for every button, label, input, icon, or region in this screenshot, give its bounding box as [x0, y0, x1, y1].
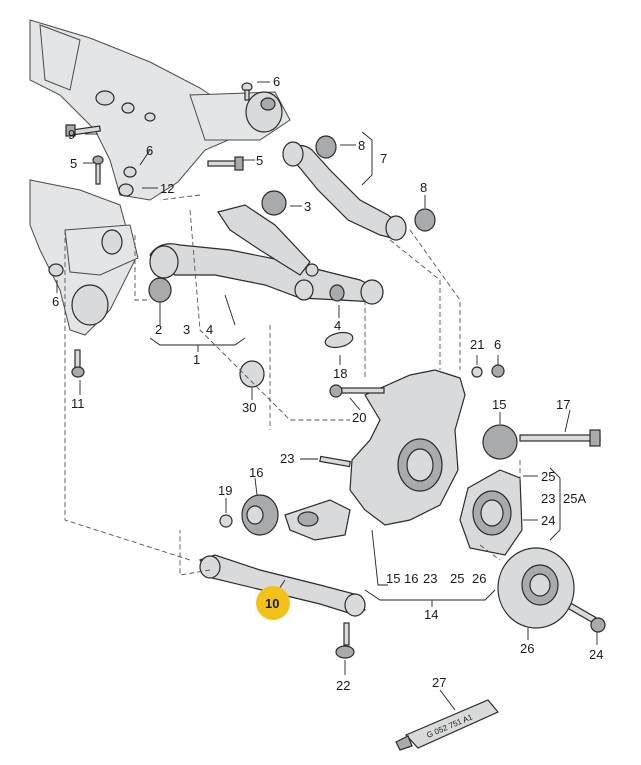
callout-label: 16 [404, 571, 418, 586]
callout-label: 9 [68, 127, 75, 142]
sealant-tube: G 052 751 A1 [395, 699, 499, 751]
callout-label: 30 [242, 400, 256, 415]
callout-label: 27 [432, 675, 446, 690]
subframe [29, 19, 291, 336]
callout-label: 25 [541, 469, 555, 484]
callout-label: 23 [280, 451, 294, 466]
callout-label: 4 [206, 322, 213, 337]
callout-label: 6 [146, 143, 153, 158]
misc-bushings [219, 360, 279, 536]
callout-label: 14 [424, 607, 438, 622]
callout-label: 25 [450, 571, 464, 586]
callout-label: 6 [494, 337, 501, 352]
bearings-and-bolts [459, 364, 606, 633]
subframe-fasteners [48, 82, 283, 378]
callout-label: 3 [183, 322, 190, 337]
callout-label: 11 [71, 396, 85, 411]
callout-label: 17 [556, 397, 570, 412]
callout-label: 4 [334, 318, 341, 333]
leader-lines [56, 81, 598, 711]
callout-label: 6 [273, 74, 280, 89]
callout-label: 24 [589, 647, 603, 662]
lower-wishbone [148, 190, 384, 349]
wheel-carrier [284, 369, 466, 541]
callout-label: 22 [336, 678, 350, 693]
callout-label: 10 [265, 596, 279, 611]
callout-label: 18 [333, 366, 347, 381]
callout-label: 26 [472, 571, 486, 586]
callout-label: 20 [352, 410, 366, 425]
callout-label: 24 [541, 513, 555, 528]
callout-label: 6 [52, 294, 59, 309]
assembly-lines [64, 194, 521, 576]
callout-label: 7 [380, 151, 387, 166]
callout-label: 25A [563, 491, 586, 506]
callout-label: 21 [470, 337, 484, 352]
callout-label: 16 [249, 465, 263, 480]
callout-label: 1 [193, 352, 200, 367]
callout-label: 3 [304, 199, 311, 214]
highlight-badge [256, 586, 290, 620]
callout-labels: 6 9 5 6 5 12 8 7 3 8 6 2 3 4 1 4 11 18 3… [52, 74, 603, 693]
callout-label: 15 [386, 571, 400, 586]
callout-label: 15 [492, 397, 506, 412]
callout-label: 5 [70, 156, 77, 171]
upper-control-arm [282, 135, 436, 241]
callout-label: 19 [218, 483, 232, 498]
callout-label: 12 [160, 181, 174, 196]
callout-label: 5 [256, 153, 263, 168]
callout-label: 2 [155, 322, 162, 337]
callout-label: 8 [358, 138, 365, 153]
callout-label: 23 [423, 571, 437, 586]
callout-label: 8 [420, 180, 427, 195]
callout-label: 26 [520, 641, 534, 656]
callout-label: 23 [541, 491, 555, 506]
